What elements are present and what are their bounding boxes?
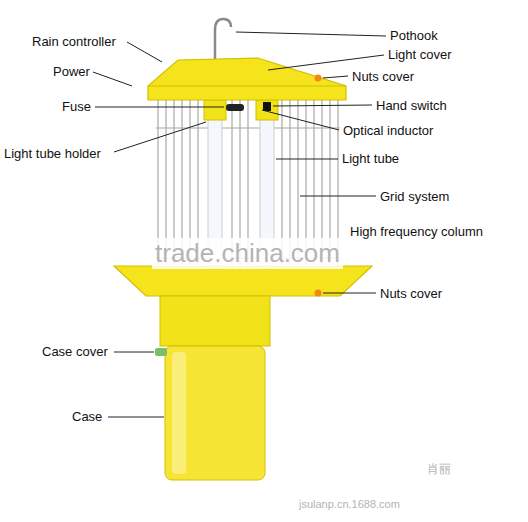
part-name: Light tube (342, 151, 399, 167)
nuts-cover (315, 290, 322, 297)
watermark: 肖丽 (424, 462, 454, 476)
watermark: jsulanp.cn.1688.com (296, 498, 403, 511)
part-name: Light cover (388, 47, 452, 63)
part-name: Nuts cover (380, 286, 442, 302)
case-highlight (172, 352, 186, 474)
tube-holder (204, 100, 226, 120)
fuse (226, 104, 244, 111)
case-cover (155, 348, 167, 356)
part-name: Pothook (390, 28, 438, 44)
part-name: Hand switch (376, 98, 447, 114)
tray (114, 266, 372, 296)
neck (160, 296, 270, 346)
part-name: Optical inductor (343, 123, 433, 139)
part-name: High frequency column (350, 224, 483, 240)
part-name: Grid system (380, 189, 449, 205)
part-name: Case (72, 409, 102, 425)
watermark: trade.china.com (152, 238, 343, 269)
case (165, 346, 265, 480)
hand-switch (263, 102, 271, 111)
part-name: Fuse (62, 99, 91, 115)
part-name: Nuts cover (352, 69, 414, 85)
part-name: Light tube holder (4, 146, 101, 162)
pothook (215, 19, 231, 62)
cover-edge (148, 86, 346, 87)
nuts-cover (315, 75, 322, 82)
leader-lines (93, 32, 386, 417)
part-name: Case cover (42, 344, 108, 360)
tube-holder (256, 100, 278, 120)
part-name: Rain controller (32, 34, 116, 50)
light-cover (148, 58, 346, 100)
part-name: Power (53, 64, 90, 80)
